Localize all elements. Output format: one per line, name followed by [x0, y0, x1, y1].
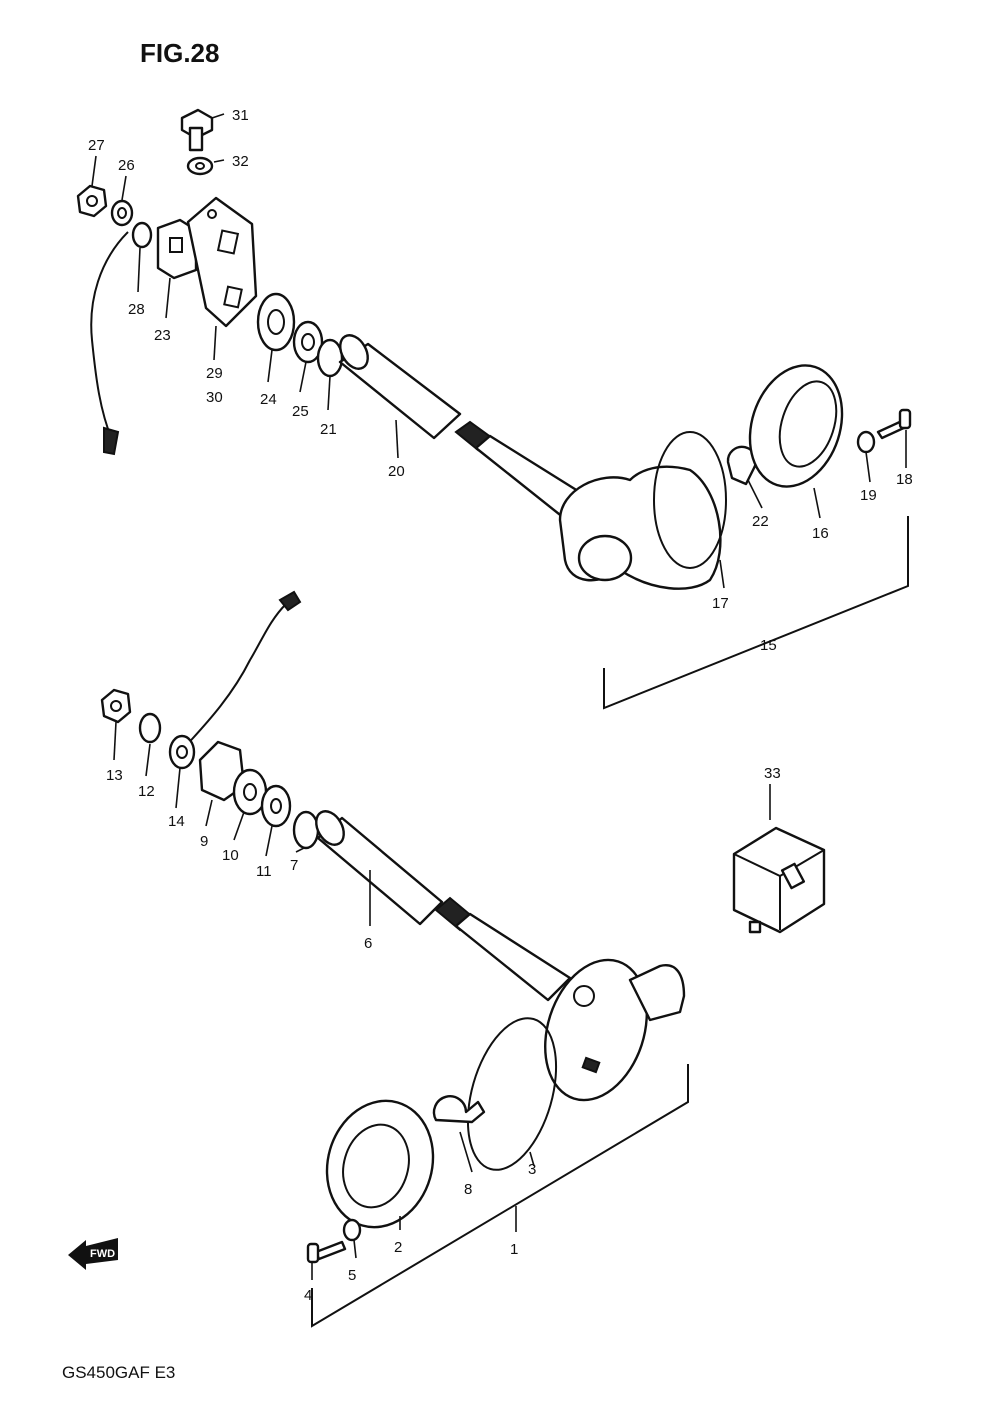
part-4-screw [314, 1240, 347, 1261]
label-18: 18 [896, 471, 913, 488]
label-23: 23 [154, 327, 171, 344]
label-17: 17 [712, 595, 729, 612]
part-3-gasket [466, 1017, 558, 1171]
label-20: 20 [388, 463, 405, 480]
part-26-washer [110, 199, 134, 227]
part-12-washer [138, 712, 162, 744]
label-21: 21 [320, 421, 337, 438]
label-26: 26 [118, 157, 135, 174]
part-5-washer [342, 1218, 362, 1242]
label-32: 32 [232, 153, 249, 170]
housing-neck-lower [628, 964, 686, 1022]
wire-terminal-lower [278, 590, 302, 612]
part-labels: 27 26 28 23 29 30 24 25 21 20 31 32 22 1… [88, 107, 913, 1304]
upper-turn-signal-assembly [76, 108, 912, 710]
bracket-15 [603, 516, 909, 710]
part-24-rubber [256, 292, 296, 352]
wire-terminal-upper [103, 426, 120, 456]
label-11: 11 [256, 863, 272, 880]
label-5: 5 [348, 1267, 356, 1284]
label-28: 28 [128, 301, 145, 318]
label-7: 7 [290, 857, 298, 874]
part-17-gasket [653, 431, 727, 569]
housing-neck-upper [577, 534, 633, 582]
forward-arrow-icon: FWD [68, 1238, 118, 1270]
wire-upper [90, 231, 129, 441]
figure-title: FIG.28 [140, 38, 219, 68]
label-13: 13 [106, 767, 123, 784]
label-8: 8 [464, 1181, 472, 1198]
label-30: 30 [206, 389, 223, 406]
label-19: 19 [860, 487, 877, 504]
label-25: 25 [292, 403, 309, 420]
part-21-circlip [316, 338, 344, 378]
label-22: 22 [752, 513, 769, 530]
part-2-lens [325, 1099, 435, 1229]
part-7-circlip [292, 810, 320, 850]
label-16: 16 [812, 525, 829, 542]
label-14: 14 [168, 813, 185, 830]
part-28-terminal [131, 221, 153, 249]
part-8-bulb [432, 1095, 486, 1124]
housing-lower [544, 958, 648, 1102]
part-19-washer [856, 430, 876, 454]
stem-shaft-lower [454, 912, 572, 1002]
part-22-bulb [726, 445, 758, 486]
label-2: 2 [394, 1239, 402, 1256]
label-31: 31 [232, 107, 249, 124]
part-33-relay [732, 826, 826, 934]
label-3: 3 [528, 1161, 536, 1178]
label-12: 12 [138, 783, 155, 800]
lower-turn-signal-assembly [100, 590, 689, 1328]
part-13-nut [100, 688, 132, 724]
forward-label: FWD [90, 1248, 115, 1260]
part-16-lens [748, 364, 844, 488]
part-11-washer [260, 784, 292, 828]
model-code: GS450GAF E3 [62, 1363, 175, 1382]
part-14-terminal [168, 734, 196, 770]
label-29: 29 [206, 365, 223, 382]
label-10: 10 [222, 847, 239, 864]
bracket-1 [311, 1064, 689, 1328]
label-33: 33 [764, 765, 781, 782]
part-23-block [156, 218, 198, 280]
label-1: 1 [510, 1241, 518, 1258]
label-27: 27 [88, 137, 105, 154]
wire-lower [183, 603, 287, 749]
part-25-washer [292, 320, 324, 364]
label-24: 24 [260, 391, 277, 408]
part-29-bracket [186, 196, 258, 328]
label-9: 9 [200, 833, 208, 850]
label-15: 15 [760, 637, 777, 654]
part-27-nut [76, 184, 108, 218]
label-4: 4 [304, 1287, 312, 1304]
label-6: 6 [364, 935, 372, 952]
leader-lines [91, 113, 907, 1280]
part-32-washer [186, 156, 214, 176]
